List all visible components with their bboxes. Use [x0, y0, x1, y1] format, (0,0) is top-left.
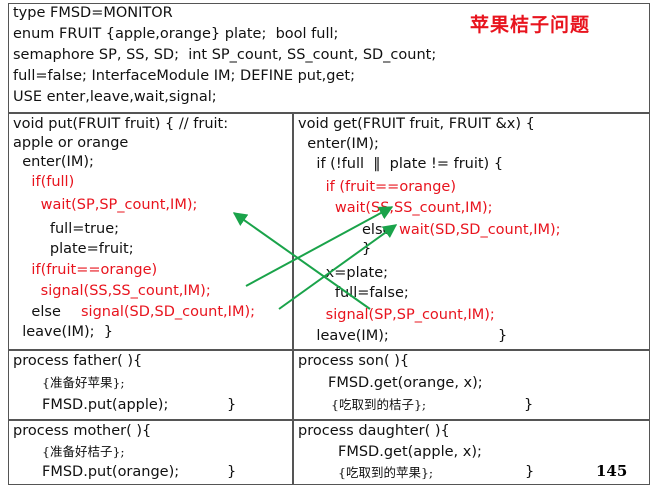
mother-line-2: {准备好桔子};	[42, 444, 125, 459]
get-line-11: signal(SP,SP_count,IM);	[298, 307, 495, 323]
son-line-3: {吃取到的桔子};	[331, 397, 427, 412]
mother-process-box	[8, 420, 293, 485]
son-line-2: FMSD.get(orange, x);	[328, 375, 483, 391]
get-line-5: wait(SS,SS_count,IM);	[298, 200, 493, 216]
put-line-11: signal(SD,SD_count,IM);	[81, 304, 255, 320]
mother-line-1: process mother( ){	[13, 423, 152, 439]
get-line-12: leave(IM);	[298, 328, 389, 344]
get-line-1: void get(FRUIT fruit, FRUIT &x) {	[298, 116, 535, 132]
father-line-4: }	[227, 397, 237, 413]
get-line-8: }	[362, 241, 372, 257]
mother-line-3: FMSD.put(orange);	[42, 464, 180, 480]
put-line-9: signal(SS,SS_count,IM);	[13, 283, 211, 299]
header-line-5: USE enter,leave,wait,signal;	[13, 89, 217, 105]
son-line-4: }	[524, 397, 534, 413]
daughter-line-4: }	[525, 464, 535, 480]
put-line-5: wait(SP,SP_count,IM);	[13, 197, 198, 213]
get-line-9: x=plate;	[298, 265, 388, 281]
father-line-1: process father( ){	[13, 353, 143, 369]
father-line-3: FMSD.put(apple);	[42, 397, 169, 413]
monitor-header-box	[8, 3, 650, 113]
get-line-6: else	[362, 222, 392, 238]
header-line-1: type FMSD=MONITOR	[13, 5, 173, 21]
daughter-process-box	[293, 420, 650, 485]
header-line-4: full=false; InterfaceModule IM; DEFINE p…	[13, 68, 355, 84]
put-line-8: if(fruit==orange)	[13, 262, 158, 278]
put-line-1: void put(FRUIT fruit) { // fruit:	[13, 116, 229, 132]
put-line-7: plate=fruit;	[13, 241, 134, 257]
get-line-10: full=false;	[298, 285, 409, 301]
header-line-3: semaphore SP, SS, SD; int SP_count, SS_c…	[13, 47, 437, 63]
put-line-4: if(full)	[13, 174, 75, 190]
page-number: 145	[596, 462, 628, 480]
get-line-2: enter(IM);	[298, 136, 379, 152]
father-process-box	[8, 350, 293, 420]
header-line-2: enum FRUIT {apple,orange} plate; bool fu…	[13, 26, 339, 42]
mother-line-4: }	[227, 464, 237, 480]
put-line-10: else	[13, 304, 61, 320]
daughter-line-2: FMSD.get(apple, x);	[338, 444, 482, 460]
get-line-13: }	[498, 328, 508, 344]
get-line-7: wait(SD,SD_count,IM);	[399, 222, 561, 238]
get-line-4: if (fruit==orange)	[298, 179, 457, 195]
daughter-line-3: {吃取到的苹果};	[338, 465, 434, 480]
put-line-6: full=true;	[13, 221, 120, 237]
son-line-1: process son( ){	[298, 353, 410, 369]
slide-title: 苹果桔子问题	[470, 14, 591, 36]
get-line-3: if (!full ‖ plate != fruit) {	[298, 156, 504, 172]
daughter-line-1: process daughter( ){	[298, 423, 450, 439]
put-line-12: leave(IM); }	[13, 324, 113, 340]
put-line-3: enter(IM);	[13, 154, 94, 170]
put-line-2: apple or orange	[13, 135, 129, 151]
son-process-box	[293, 350, 650, 420]
father-line-2: {准备好苹果};	[42, 375, 125, 390]
